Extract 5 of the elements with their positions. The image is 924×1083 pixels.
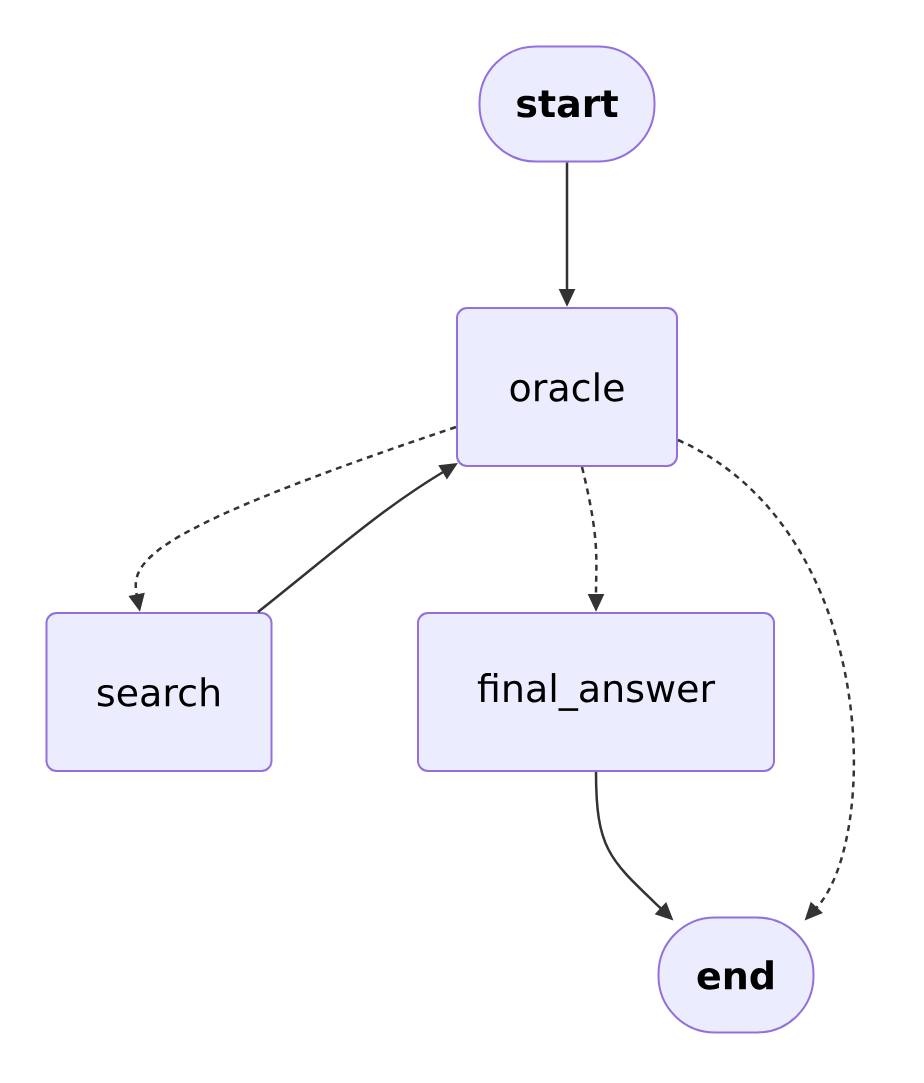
- process-box: search: [45, 612, 273, 772]
- process-box: oracle: [456, 307, 678, 467]
- terminal-pill: start: [478, 45, 656, 163]
- process-box: final_answer: [417, 612, 775, 772]
- terminal-pill: end: [657, 916, 815, 1034]
